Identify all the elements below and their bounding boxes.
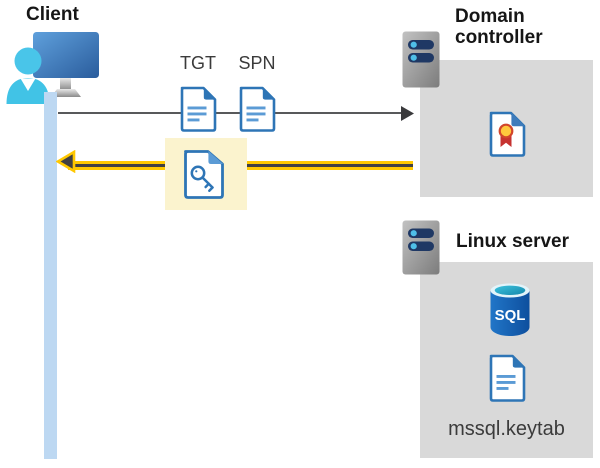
response-arrow-head — [56, 150, 76, 173]
person-icon — [6, 47, 50, 104]
ribbon-rosette — [498, 123, 514, 147]
service-ticket-key-icon — [184, 150, 224, 199]
client-lifeline — [44, 92, 57, 459]
client-label: Client — [26, 4, 79, 25]
key-glyph — [190, 165, 214, 192]
monitor-icon — [33, 32, 99, 97]
sql-database-icon: SQL — [490, 283, 530, 336]
spn-label: SPN — [238, 53, 276, 73]
linux-server-icon — [402, 220, 440, 275]
keytab-file-label: mssql.keytab — [448, 418, 565, 440]
user-workstation-icon — [6, 32, 99, 104]
linux-server-label: Linux server — [456, 231, 569, 252]
domain-controller-server-icon — [402, 31, 440, 88]
tgt-document-icon — [180, 86, 217, 132]
certificate-icon — [489, 111, 526, 157]
spn-document-icon — [239, 86, 276, 132]
keytab-document-icon — [489, 354, 526, 402]
domain-controller-label: Domain controller — [455, 6, 543, 48]
tgt-label: TGT — [180, 53, 216, 73]
sql-label: SQL — [495, 307, 526, 324]
request-arrow-head — [401, 106, 414, 121]
request-arrow-line — [58, 112, 404, 115]
